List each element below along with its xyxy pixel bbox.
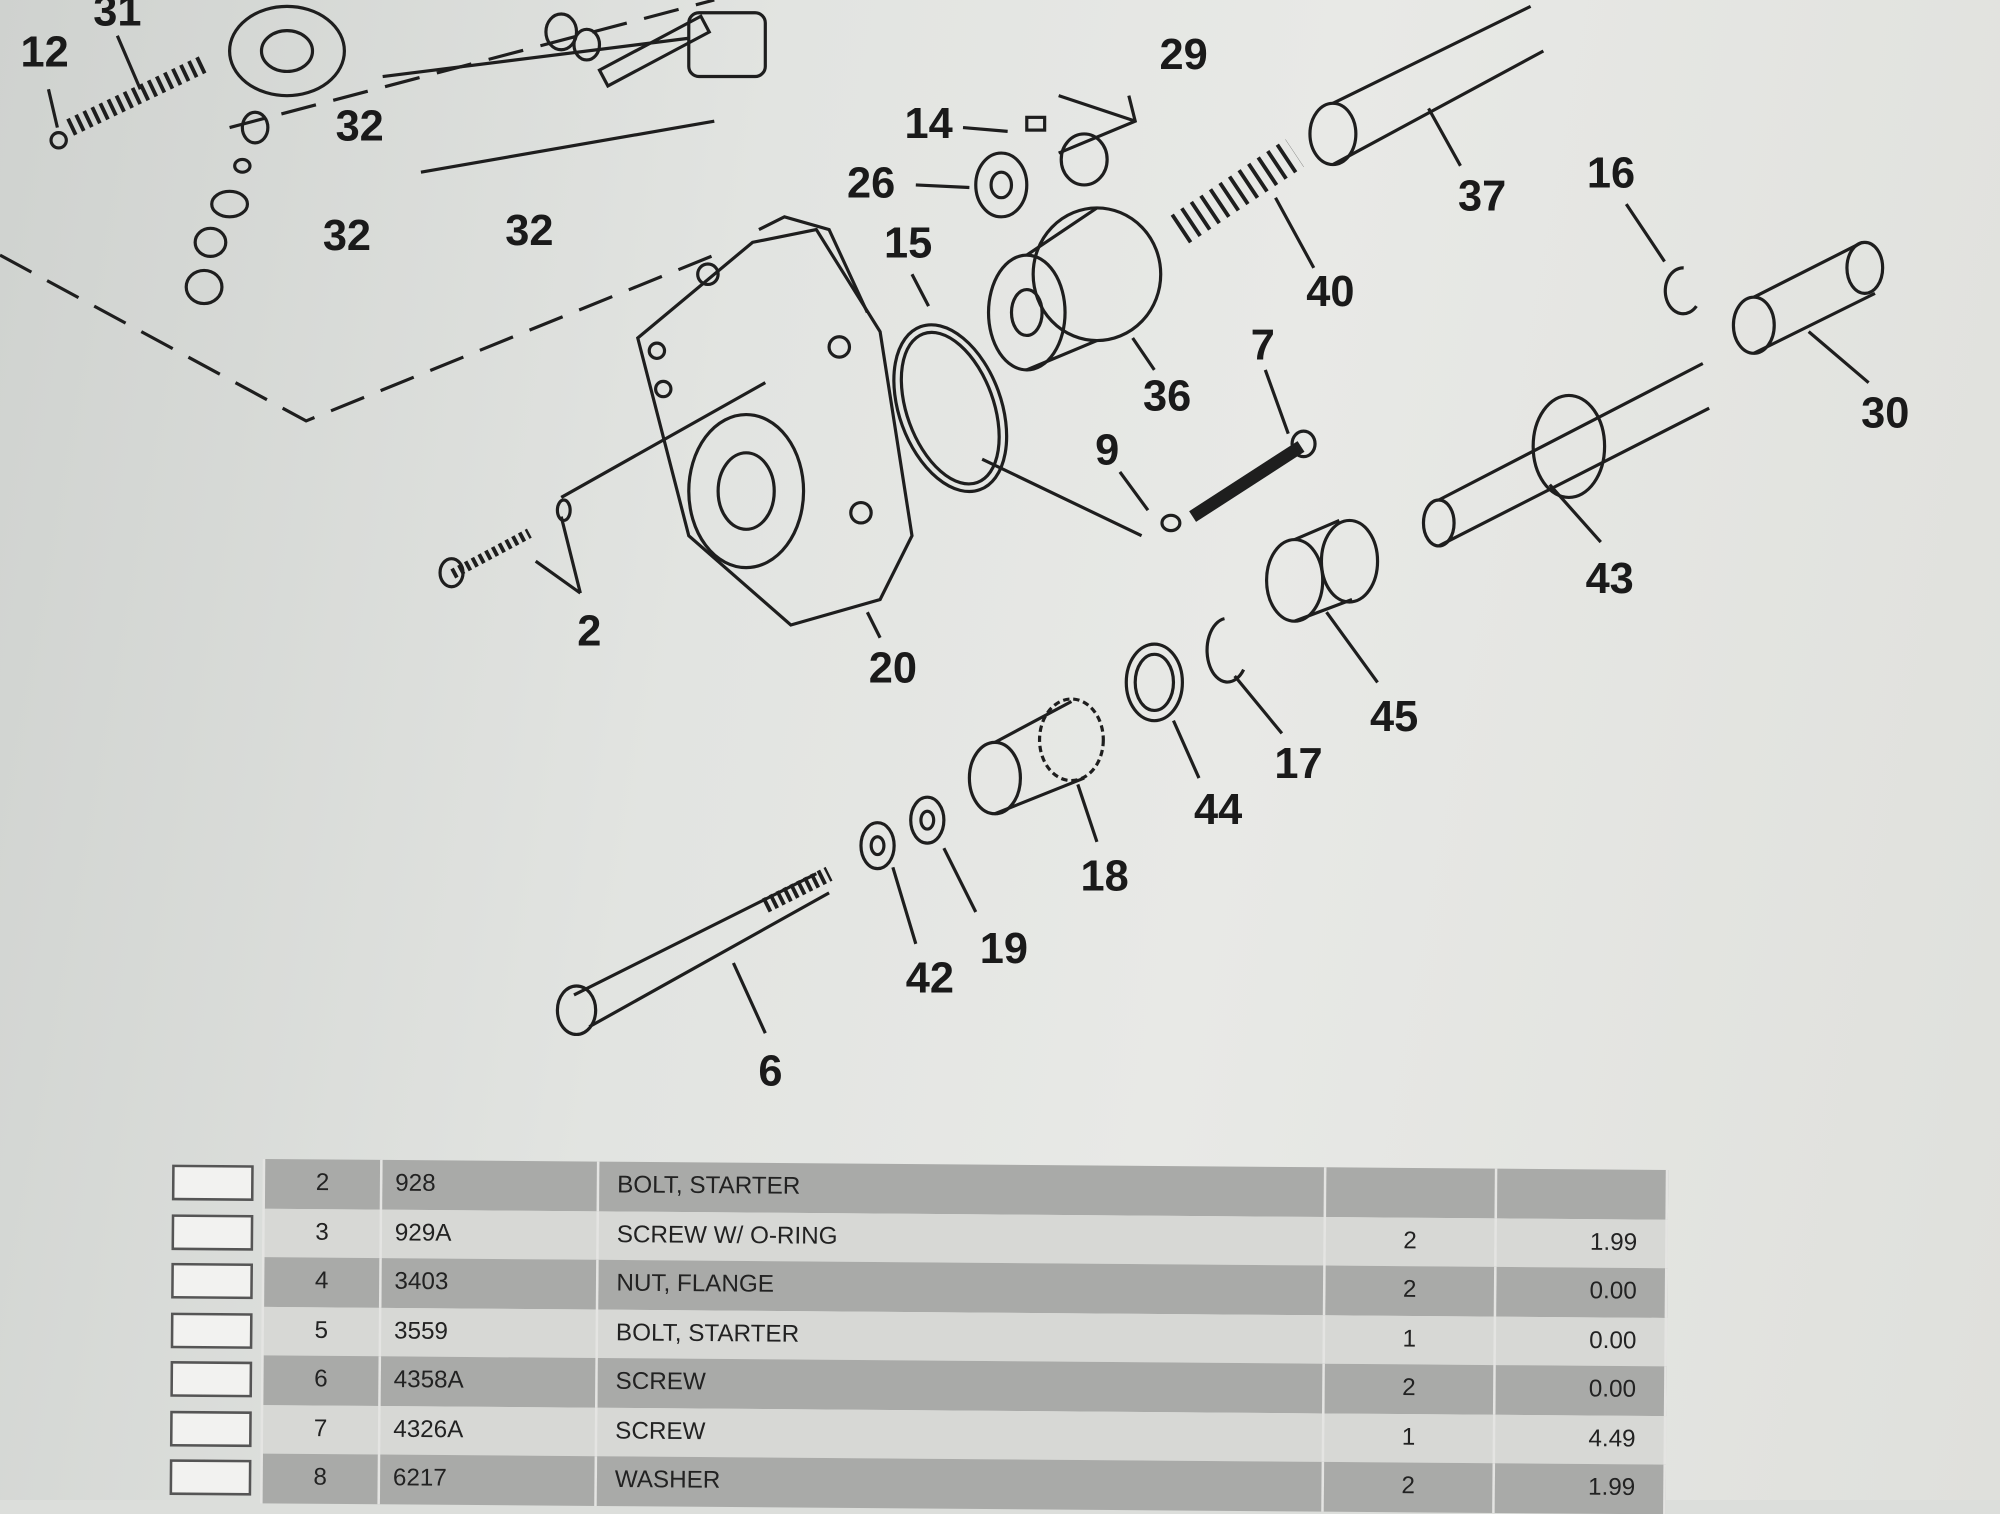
callout-43: 43 xyxy=(1586,555,1634,603)
part-price: 1.99 xyxy=(1496,1217,1668,1269)
callout-26: 26 xyxy=(847,160,895,208)
quantity-input[interactable] xyxy=(171,1263,253,1300)
callout-40: 40 xyxy=(1306,268,1354,316)
part-number: 3559 xyxy=(381,1307,599,1359)
callout-17: 17 xyxy=(1274,740,1322,788)
row-select-cell xyxy=(162,1158,266,1209)
row-select-cell xyxy=(160,1452,263,1503)
part-number: 929A xyxy=(381,1208,600,1260)
part-description: BOLT, STARTER xyxy=(599,1161,1327,1217)
callout-30: 30 xyxy=(1861,389,1909,437)
callout-16: 16 xyxy=(1587,149,1635,197)
part-description: SCREW xyxy=(597,1358,1325,1413)
part-number: 4358A xyxy=(380,1356,598,1408)
part-number: 6217 xyxy=(379,1454,598,1506)
callout-12: 12 xyxy=(21,28,69,76)
part-quantity xyxy=(1326,1167,1498,1218)
quantity-input[interactable] xyxy=(171,1164,254,1202)
part-description: SCREW W/ O-RING xyxy=(598,1210,1327,1266)
item-number: 4 xyxy=(264,1257,382,1308)
callout-9: 9 xyxy=(1095,426,1119,474)
part-quantity: 2 xyxy=(1325,1265,1497,1316)
item-number: 5 xyxy=(263,1306,382,1357)
callout-32: 32 xyxy=(336,102,384,150)
row-select-cell xyxy=(162,1256,265,1307)
part-price: 0.00 xyxy=(1495,1365,1667,1416)
part-number: 3403 xyxy=(381,1258,599,1309)
part-quantity: 2 xyxy=(1323,1461,1496,1513)
callout-29: 29 xyxy=(1160,31,1208,79)
callout-7: 7 xyxy=(1251,322,1275,370)
part-description: NUT, FLANGE xyxy=(598,1259,1326,1315)
item-number: 2 xyxy=(264,1158,383,1209)
callout-44: 44 xyxy=(1194,786,1242,834)
row-select-cell xyxy=(161,1354,264,1405)
part-price: 0.00 xyxy=(1495,1315,1668,1367)
callout-20: 20 xyxy=(869,644,917,692)
part-number: 4326A xyxy=(380,1405,598,1457)
part-quantity: 2 xyxy=(1325,1216,1498,1267)
part-price: 1.99 xyxy=(1494,1463,1667,1514)
part-quantity: 2 xyxy=(1324,1363,1496,1415)
part-description: WASHER xyxy=(596,1456,1325,1512)
callout-32: 32 xyxy=(323,212,371,260)
callout-42: 42 xyxy=(906,954,954,1002)
part-quantity: 1 xyxy=(1324,1314,1497,1366)
part-quantity: 1 xyxy=(1324,1412,1496,1464)
row-select-cell xyxy=(162,1207,265,1258)
part-price xyxy=(1497,1168,1669,1220)
quantity-input[interactable] xyxy=(171,1214,254,1251)
item-number: 8 xyxy=(262,1453,381,1504)
item-number: 3 xyxy=(264,1208,383,1259)
quantity-input[interactable] xyxy=(169,1410,252,1447)
callout-14: 14 xyxy=(904,100,952,148)
callout-2: 2 xyxy=(577,607,601,655)
callout-18: 18 xyxy=(1080,852,1128,900)
callout-37: 37 xyxy=(1458,172,1506,220)
callout-45: 45 xyxy=(1370,693,1418,741)
quantity-input[interactable] xyxy=(169,1459,252,1496)
callout-19: 19 xyxy=(980,925,1028,973)
quantity-input[interactable] xyxy=(170,1361,253,1398)
callout-32: 32 xyxy=(505,207,553,255)
part-price: 0.00 xyxy=(1496,1266,1668,1318)
part-number: 928 xyxy=(382,1159,600,1211)
item-number: 6 xyxy=(263,1355,382,1406)
row-select-cell xyxy=(161,1305,265,1356)
callout-36: 36 xyxy=(1143,373,1191,421)
part-price: 4.49 xyxy=(1495,1414,1667,1465)
part-description: SCREW xyxy=(597,1407,1325,1462)
row-select-cell xyxy=(160,1403,264,1454)
callout-15: 15 xyxy=(884,220,932,268)
item-number: 7 xyxy=(262,1404,381,1455)
quantity-input[interactable] xyxy=(170,1312,253,1349)
callout-6: 6 xyxy=(758,1047,782,1095)
part-description: BOLT, STARTER xyxy=(597,1308,1326,1364)
callout-31: 31 xyxy=(93,0,141,36)
